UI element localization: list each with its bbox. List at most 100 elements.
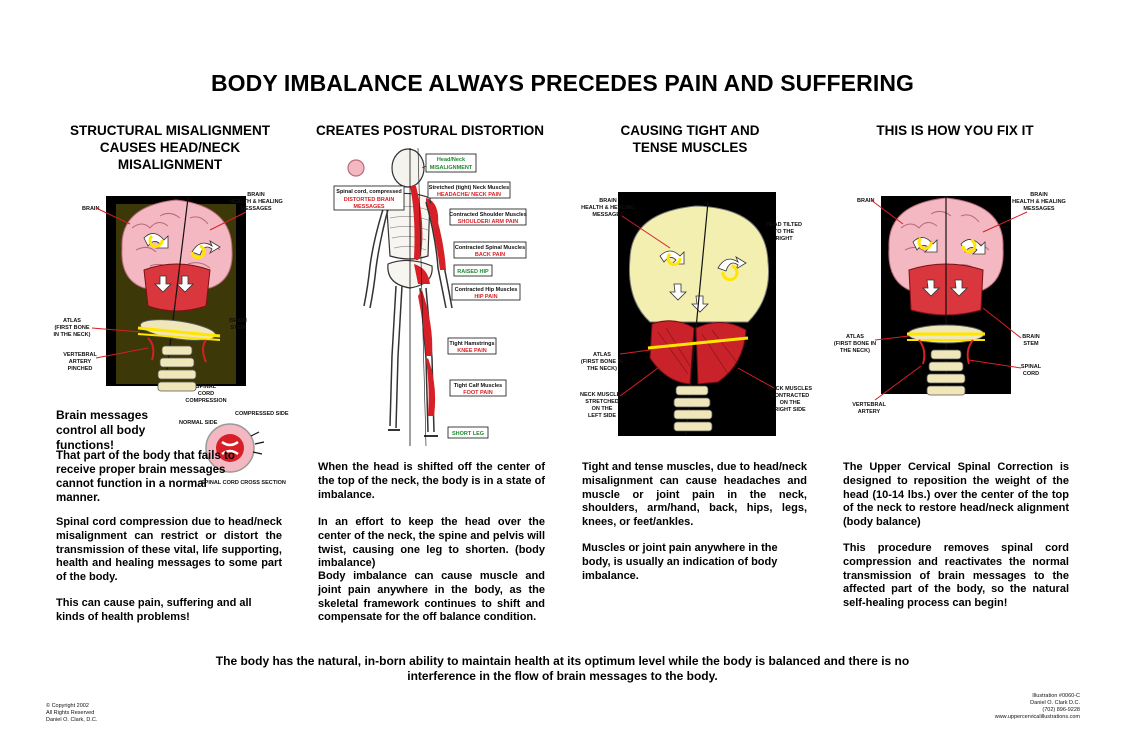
label-line: BRAIN <box>229 318 246 324</box>
label-healing-messages: BRAIN HEALTH & HEALING MESSAGES <box>229 192 283 212</box>
label-line: SPINAL <box>1021 364 1042 370</box>
label-vertebral-artery: VERTEBRAL ARTERY PINCHED <box>63 352 97 372</box>
callout-label: Head/Neck <box>437 157 466 163</box>
copyright-line: © Copyright 2002 <box>46 703 89 709</box>
label-line: STEM <box>230 325 246 331</box>
label-line: THE NECK) <box>587 366 617 372</box>
label-line: RIGHT SIDE <box>774 407 806 413</box>
label-line: BRAIN <box>1030 192 1047 198</box>
credit-block: Illustration #0060-C Daniel O. Clark D.C… <box>970 693 1080 721</box>
callout-pain: DISTORTED BRAIN <box>344 197 395 203</box>
label-line: ATLAS <box>593 352 611 358</box>
heading-line: STRUCTURAL MISALIGNMENT <box>70 123 270 138</box>
para-body-imbalance: Body imbalance can cause muscle and join… <box>318 570 545 624</box>
callout-calf-muscles: Tight Calf Muscles FOOT PAIN <box>449 379 507 397</box>
footer-statement: The body has the natural, in-born abilit… <box>215 654 910 683</box>
callout-pain: MISALIGNMENT <box>430 165 473 171</box>
heading-line: CAUSES HEAD/NECK <box>99 140 241 155</box>
label-healing-messages: BRAIN HEALTH & HEALING MESSAGES <box>581 198 635 218</box>
label-line: RIGHT <box>775 236 793 242</box>
label-spinal-cord: SPINAL CORD <box>1021 364 1042 377</box>
label-line: COMPRESSION <box>185 398 226 404</box>
label-line: HEALTH & HEALING <box>229 199 283 205</box>
credit-line: Illustration #0060-C <box>1032 693 1080 699</box>
label-line: VERTEBRAL <box>852 402 886 408</box>
label-brain: BRAIN <box>82 206 99 212</box>
label-line: HEALTH & HEALING <box>1012 199 1066 205</box>
heading-how-to-fix: THIS IS HOW YOU FIX IT <box>845 122 1065 139</box>
label-line: MESSAGES <box>592 212 624 218</box>
label-line: BRAIN <box>599 198 616 204</box>
callout-spinal-muscles: Contracted Spinal Muscles BACK PAIN <box>453 241 527 259</box>
label-line: CORD <box>198 391 214 397</box>
label-line: ATLAS <box>846 334 864 340</box>
label-brain-stem: BRAIN STEM <box>1022 334 1039 347</box>
label-line: (FIRST BONE IN <box>834 341 876 347</box>
para-procedure: This procedure removes spinal cord compr… <box>843 542 1069 610</box>
label-stretched-muscles: NECK MUSCLES STRETCHED ON THE LEFT SIDE <box>580 392 624 419</box>
label-line: CONTRACTED <box>771 393 810 399</box>
callout-shoulder-muscles: Contracted Shoulder Muscles SHOULDER/ AR… <box>449 208 527 226</box>
label-line: (FIRST BONE IN <box>581 359 623 365</box>
brain-shape <box>121 199 233 289</box>
label-atlas: ATLAS (FIRST BONE IN THE NECK) <box>54 318 91 338</box>
credit-line: (702) 896-9228 <box>1042 707 1080 713</box>
callout-label: Tight Hamstrings <box>449 341 494 347</box>
callout-pain: HIP PAIN <box>474 294 497 300</box>
label-line: MESSAGES <box>1023 206 1055 212</box>
copyright-block: © Copyright 2002 All Rights Reserved Dan… <box>46 703 97 724</box>
label-line: BRAIN <box>247 192 264 198</box>
label-line: VERTEBRAL <box>63 352 97 358</box>
para-health-problems: This can cause pain, suffering and all k… <box>56 597 252 623</box>
label-atlas: ATLAS (FIRST BONE IN THE NECK) <box>834 334 876 354</box>
label-line: BRAIN <box>1022 334 1039 340</box>
label-contracted-muscles: NECK MUSCLES CONTRACTED ON THE RIGHT SID… <box>768 386 812 413</box>
callout-neck-muscles: Stretched (tight) Neck Muscles HEADACHE/… <box>427 181 511 199</box>
label-head-tilted: HEAD TILTED TO THE RIGHT <box>766 222 802 242</box>
credit-line: Daniel O. Clark D.C. <box>1030 700 1080 706</box>
label-line: NECK MUSCLES <box>768 386 812 392</box>
callout-hip-muscles: Contracted Hip Muscles HIP PAIN <box>451 283 521 301</box>
label-line: PINCHED <box>68 366 93 372</box>
callout-label: Stretched (tight) Neck Muscles <box>429 185 509 191</box>
para-body-imbalance-indication: Muscles or joint pain anywhere in the bo… <box>582 542 778 582</box>
callout-pain: BACK PAIN <box>475 252 505 258</box>
label-brain-stem: BRAIN STEM <box>229 318 246 331</box>
label-brain: BRAIN <box>857 198 874 204</box>
aligned-skull-diagram: BRAIN BRAIN HEALTH & HEALING MESSAGES AT… <box>834 192 1066 415</box>
callout-short-leg: SHORT LEG <box>447 426 489 439</box>
callout-pain: MESSAGES <box>353 204 385 210</box>
callout-label: Contracted Shoulder Muscles <box>449 212 527 218</box>
label-healing-messages: BRAIN HEALTH & HEALING MESSAGES <box>1012 192 1066 212</box>
label-line: HEALTH & HEALING <box>581 205 635 211</box>
para-upper-cervical-correction: The Upper Cervical Spinal Correction is … <box>843 461 1069 529</box>
heading-line: CAUSING TIGHT AND <box>620 123 760 138</box>
callout-head-neck: Head/Neck MISALIGNMENT <box>421 153 477 173</box>
label-line: LEFT SIDE <box>588 413 616 419</box>
copyright-line: Daniel O. Clark, D.C. <box>46 717 98 723</box>
label-line: ARTERY <box>858 409 881 415</box>
label-line: ON THE <box>780 400 801 406</box>
para-brain-messages: That part of the body that fails to rece… <box>56 450 235 504</box>
callout-hamstrings: Tight Hamstrings KNEE PAIN <box>447 337 497 355</box>
label-line: TO THE <box>774 229 794 235</box>
callout-spinal-cord: Spinal cord, compressed DISTORTED BRAIN … <box>333 185 405 211</box>
heading-line: MISALIGNMENT <box>117 157 223 172</box>
skeleton-callouts: Head/Neck MISALIGNMENT Spinal cord, comp… <box>333 153 527 439</box>
heading-structural-misalignment: STRUCTURAL MISALIGNMENT CAUSES HEAD/NECK… <box>50 122 290 173</box>
label-compressed-side: COMPRESSED SIDE <box>235 411 289 417</box>
heading-tight-muscles: CAUSING TIGHT AND TENSE MUSCLES <box>585 122 795 156</box>
callout-raised-hip: RAISED HIP <box>453 264 493 277</box>
heading-line: CREATES POSTURAL DISTORTION <box>315 123 545 138</box>
callout-pain: KNEE PAIN <box>457 348 487 354</box>
label-line: STEM <box>1023 341 1039 347</box>
callout-label: Contracted Hip Muscles <box>455 287 518 293</box>
callout-label: RAISED HIP <box>457 269 489 275</box>
para-spine-twist: In an effort to keep the head over the c… <box>318 516 545 570</box>
callout-pain: FOOT PAIN <box>463 390 493 396</box>
label-line: SPINAL <box>196 384 217 390</box>
misaligned-skull-diagram: BRAIN BRAIN HEALTH & HEALING MESSAGES AT… <box>54 192 283 404</box>
credit-line: www.uppercervicalillustrations.com <box>994 714 1080 720</box>
callout-label: SHORT LEG <box>452 431 484 437</box>
para-head-shifted: When the head is shifted off the center … <box>318 461 545 501</box>
